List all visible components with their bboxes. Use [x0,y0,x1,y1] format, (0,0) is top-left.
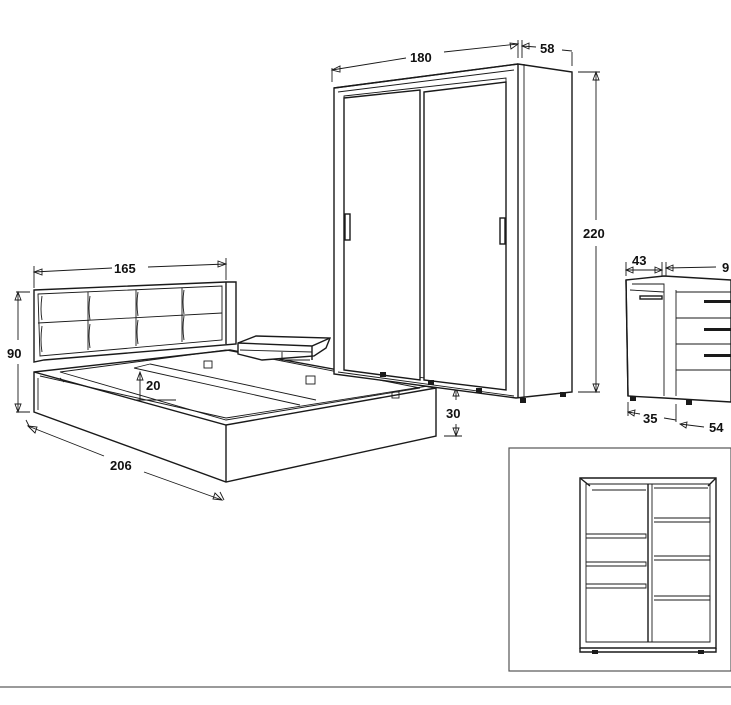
dim-headboard-height-label: 90 [7,346,21,361]
bed-frame [33,349,437,483]
dim-dresser-side: 43 [624,253,664,276]
dim-wardrobe-height-label: 220 [583,226,605,241]
bed-headboard [33,281,237,363]
dim-frame-depth-label: 20 [146,378,160,393]
dim-dresser-base-right-label: 54 [709,420,724,435]
nightstand [237,335,332,361]
dim-wardrobe-depth-label: 58 [540,41,554,56]
dim-bed-length-label: 206 [110,458,132,473]
dim-frame-depth: 20 [134,370,176,401]
dim-dresser-base-right: 54 [678,420,724,435]
dim-wardrobe-width: 180 [330,40,520,82]
dim-wardrobe-width-label: 180 [410,50,432,65]
dim-dresser-base-left: 35 [626,402,677,426]
dim-dresser-width: 9 [664,260,729,276]
dim-wardrobe-depth: 58 [520,40,573,66]
dim-headboard-height: 90 [7,290,30,414]
dim-headboard-width-label: 165 [114,261,136,276]
wardrobe-left-door [343,89,421,381]
dim-bed-length: 206 [25,419,225,501]
inset-frame [508,447,731,672]
dim-frame-height-label: 30 [446,406,460,421]
dim-dresser-side-label: 43 [632,253,646,268]
bottom-divider-rule [0,686,731,688]
dim-dresser-width-label: 9 [722,260,729,275]
dim-dresser-base-left-label: 35 [643,411,657,426]
wardrobe-right-door [423,81,507,391]
dresser: 43 9 35 54 [624,253,731,435]
wardrobe-interior-inset [508,447,731,672]
bed: 165 90 20 30 2 [7,258,462,501]
dim-wardrobe-height: 220 [578,70,605,394]
wardrobe: 180 58 220 [330,40,605,403]
dim-headboard-width: 165 [32,258,228,288]
dim-frame-height: 30 [444,386,462,438]
